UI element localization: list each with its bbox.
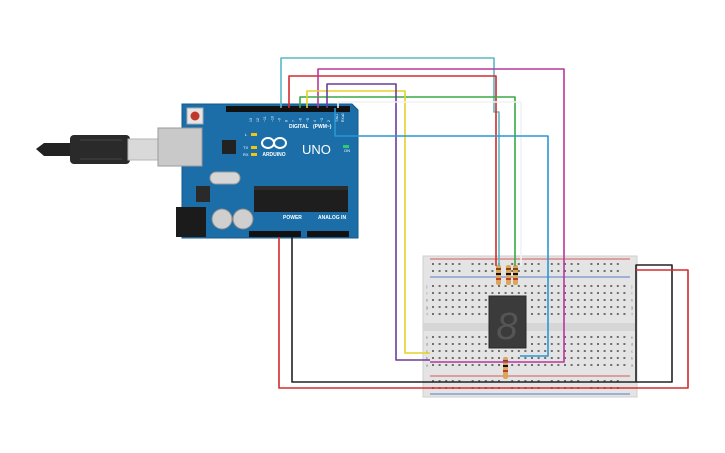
wire-yellow[interactable]: [306, 90, 430, 354]
row-letter: a: [426, 363, 429, 368]
digital-pin-label: 8: [285, 120, 289, 122]
l-label: L: [245, 132, 248, 137]
power-header: [249, 231, 301, 237]
capacitor-2: [232, 208, 254, 230]
tx-led: [251, 146, 257, 149]
row-letter: b: [631, 356, 634, 361]
digital-label: DIGITAL: [289, 124, 309, 130]
digital-pin-label: ~6: [299, 118, 303, 122]
tx-pin-label: TX▸1: [335, 114, 339, 122]
wire-gnd-black[interactable]: [291, 237, 673, 383]
wire-white[interactable]: [337, 101, 522, 266]
row-letter: g: [631, 305, 633, 310]
breadboard-holes: [432, 263, 626, 389]
center-channel: [423, 323, 637, 331]
brand-label: ARDUINO: [262, 152, 285, 158]
wire-purple[interactable]: [326, 83, 430, 361]
row-letter: c: [631, 349, 633, 354]
rx-label: RX: [243, 152, 249, 157]
row-letter: b: [426, 356, 429, 361]
digital-pin-label: 12: [256, 118, 260, 122]
resistor-top-3[interactable]: [513, 265, 518, 285]
row-letter: j: [631, 284, 633, 289]
digital-pin-label: ~11: [263, 116, 267, 122]
row-letter: f: [631, 312, 633, 317]
digital-header: [226, 106, 350, 112]
arduino-logo: [261, 137, 287, 149]
digital-pin-label: ~3: [320, 118, 324, 122]
row-letter: c: [426, 349, 428, 354]
resistor-top-2[interactable]: [506, 265, 511, 285]
capacitor-1: [211, 208, 233, 230]
row-letter: h: [631, 298, 633, 303]
display-digit: 8: [496, 306, 517, 348]
row-letter: e: [631, 335, 634, 340]
on-led: [343, 145, 349, 148]
rx-led: [251, 153, 257, 156]
wire-5v-red[interactable]: [278, 237, 689, 389]
digital-pin-label: 4: [313, 120, 317, 122]
digital-pin-label: ~10: [270, 116, 274, 122]
digital-pin-label: ~5: [306, 118, 310, 122]
analog-label: ANALOG IN: [318, 215, 346, 221]
wire-cyan[interactable]: [280, 57, 500, 266]
usb-jack: [157, 127, 203, 167]
row-letter: d: [631, 342, 633, 347]
arduino-board[interactable]: ARDUINO UNO DIGITAL (PWM~) TX RX L ON PO…: [157, 103, 359, 239]
atmega-chip: [254, 186, 348, 212]
crystal: [209, 171, 241, 185]
power-jack: [176, 207, 206, 237]
model-label: UNO: [302, 142, 331, 157]
row-letter: g: [426, 305, 428, 310]
digital-pin-label: 7: [292, 120, 296, 122]
wire-magenta[interactable]: [317, 68, 565, 363]
wire-blue[interactable]: [334, 108, 549, 357]
wire-green[interactable]: [299, 96, 516, 266]
resistor-bottom[interactable]: [503, 357, 508, 379]
rx-pin-label: RX◂0: [341, 113, 345, 122]
usb-chip: [222, 140, 236, 154]
row-letter: i: [632, 291, 633, 296]
row-letter: f: [426, 312, 428, 317]
row-letter: j: [426, 284, 428, 289]
row-letter: e: [426, 335, 429, 340]
row-letter: h: [426, 298, 428, 303]
wire-red-signal[interactable]: [288, 75, 497, 266]
digital-pin-label: 13: [249, 118, 253, 122]
row-letter: i: [427, 291, 428, 296]
row-letter: d: [426, 342, 428, 347]
l-led: [251, 133, 257, 136]
resistor-top-1[interactable]: [496, 265, 501, 285]
power-label: POWER: [283, 215, 302, 221]
seven-segment-display[interactable]: 8: [488, 295, 527, 349]
analog-header: [307, 231, 349, 237]
usb-cable: [36, 135, 159, 164]
on-label: ON: [344, 148, 350, 153]
digital-pin-label: ~9: [277, 118, 281, 122]
pwm-label: (PWM~): [313, 124, 332, 130]
row-letter: a: [631, 363, 634, 368]
digital-pin-label: 2: [327, 120, 331, 122]
tx-label: TX: [243, 145, 248, 150]
